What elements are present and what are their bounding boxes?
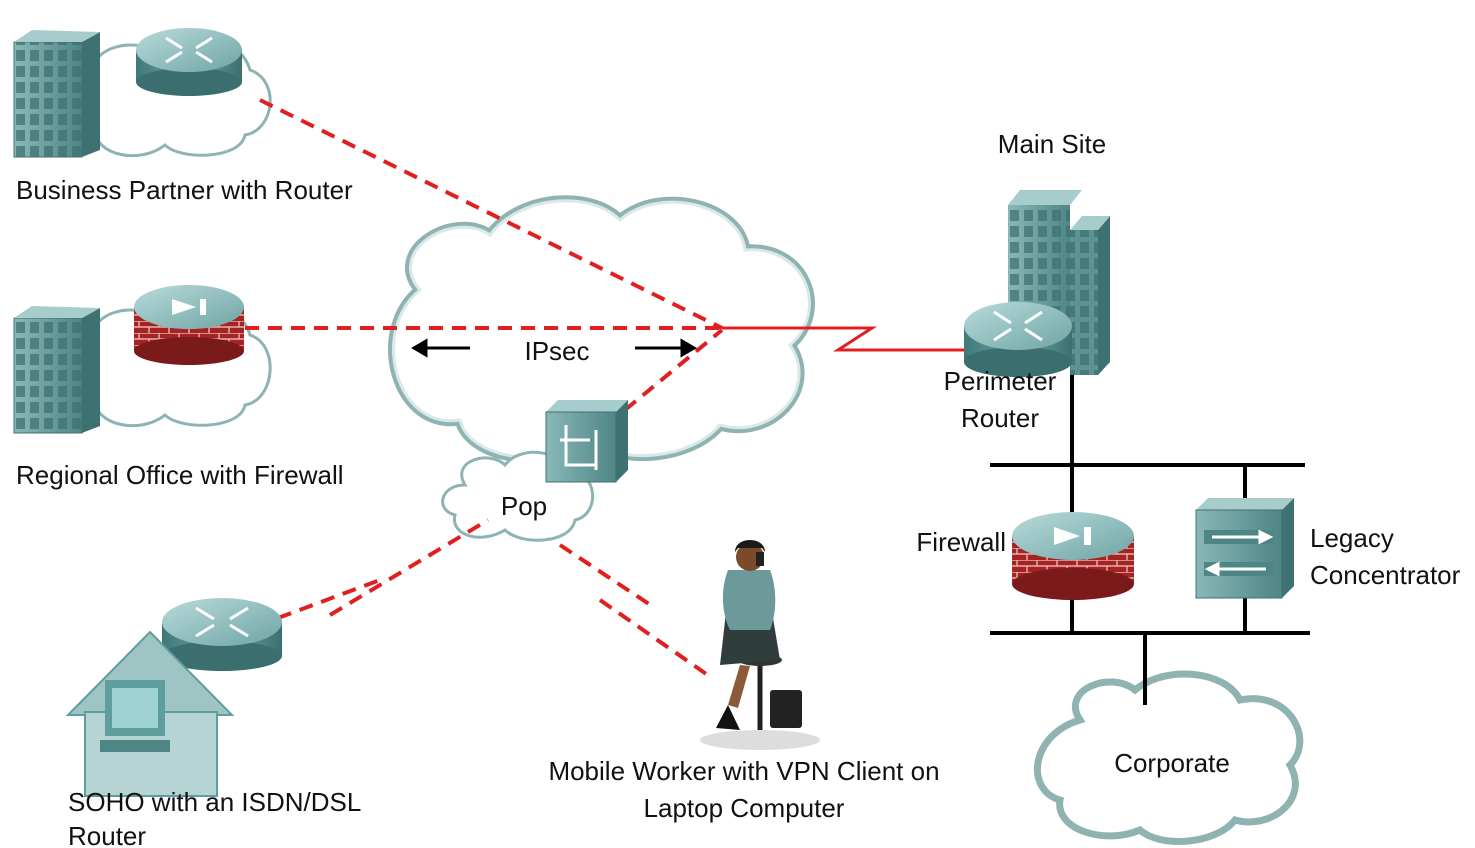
soho-label-line1: SOHO with an ISDN/DSL: [68, 787, 361, 817]
legacy-concentrator-label-line2: Concentrator: [1310, 560, 1461, 590]
lan-lines: [990, 370, 1310, 705]
office-building-icon: [13, 306, 100, 434]
router-icon: [964, 302, 1072, 377]
ipsec-arrows: [411, 338, 697, 358]
main-site-label: Main Site: [998, 129, 1106, 159]
soho-house-icon: [65, 630, 235, 797]
pop-switch-icon: [545, 400, 628, 483]
tunnel-business-partner: [259, 98, 723, 330]
tunnel-main-site: [722, 326, 965, 352]
pop-label: Pop: [501, 491, 547, 521]
mobile-worker-icon: [700, 540, 820, 750]
firewall-label: Firewall: [916, 527, 1006, 557]
mobile-worker-label-line2: Laptop Computer: [644, 793, 845, 823]
firewall-icon: [1012, 512, 1134, 600]
business-partner-label: Business Partner with Router: [16, 175, 353, 205]
tunnel-soho-a: [277, 578, 381, 620]
tunnel-mobile-b: [598, 598, 714, 680]
office-building-icon: [13, 30, 100, 158]
tunnel-soho-b: [328, 518, 490, 617]
legacy-concentrator-label-line1: Legacy: [1310, 523, 1394, 553]
ipsec-label: IPsec: [524, 336, 589, 366]
firewall-icon: [134, 285, 244, 365]
perimeter-router-label-line2: Router: [961, 403, 1039, 433]
vpn-concentrator-icon: [1195, 498, 1294, 599]
regional-office-label: Regional Office with Firewall: [16, 460, 344, 490]
tunnel-pop: [623, 328, 724, 412]
vpn-tunnels: [245, 98, 965, 680]
soho-label-line2: Router: [68, 821, 146, 848]
corporate-label: Corporate: [1114, 748, 1230, 778]
router-icon: [136, 28, 242, 96]
router-icon: [162, 598, 282, 671]
perimeter-router-label-line1: Perimeter: [944, 366, 1057, 396]
tunnel-mobile-a: [558, 543, 657, 610]
mobile-worker-label-line1: Mobile Worker with VPN Client on: [548, 756, 939, 786]
